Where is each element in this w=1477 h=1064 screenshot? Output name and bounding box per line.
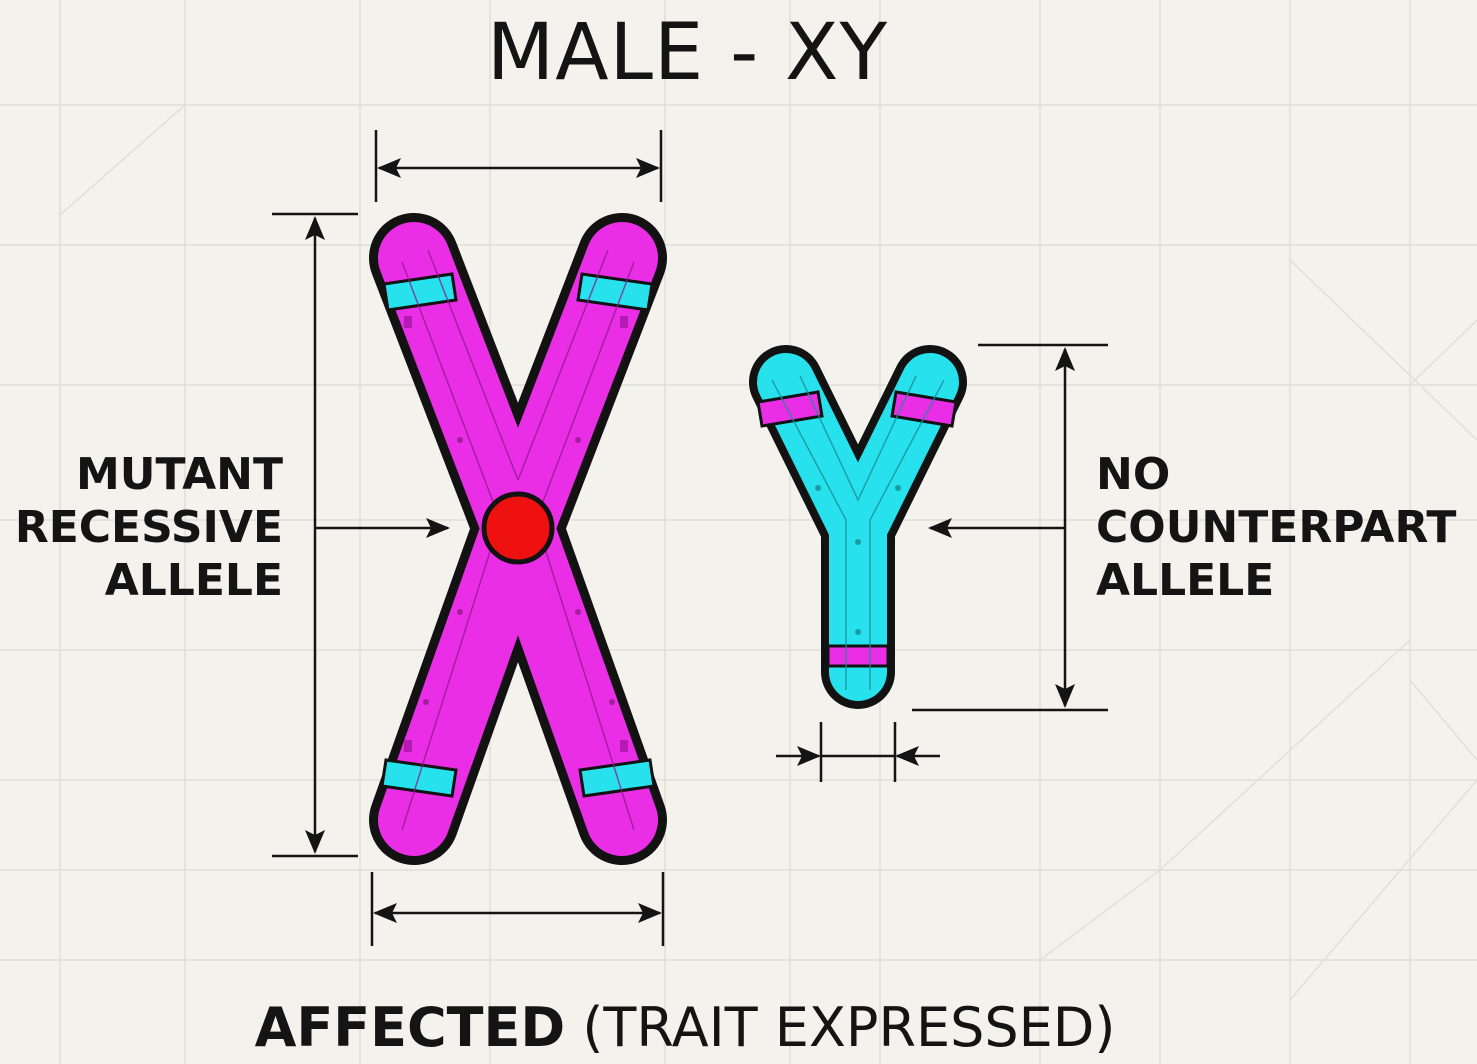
label-line: RECESSIVE bbox=[15, 501, 283, 554]
y-chromosome bbox=[758, 376, 956, 690]
caption-status: AFFECTED bbox=[255, 996, 566, 1059]
caption-detail: (TRAIT EXPRESSED) bbox=[565, 996, 1115, 1059]
label-line: NO bbox=[1096, 448, 1456, 501]
diagram-title: MALE - XY bbox=[0, 8, 1375, 98]
result-caption: AFFECTED (TRAIT EXPRESSED) bbox=[0, 996, 1370, 1059]
mutant-allele-marker bbox=[484, 494, 552, 562]
label-line: MUTANT bbox=[15, 448, 283, 501]
label-line: ALLELE bbox=[1096, 554, 1456, 607]
label-line: COUNTERPART bbox=[1096, 501, 1456, 554]
no-counterpart-allele-label: NO COUNTERPART ALLELE bbox=[1096, 448, 1456, 607]
mutant-recessive-allele-label: MUTANT RECESSIVE ALLELE bbox=[15, 448, 283, 607]
label-line: ALLELE bbox=[15, 554, 283, 607]
